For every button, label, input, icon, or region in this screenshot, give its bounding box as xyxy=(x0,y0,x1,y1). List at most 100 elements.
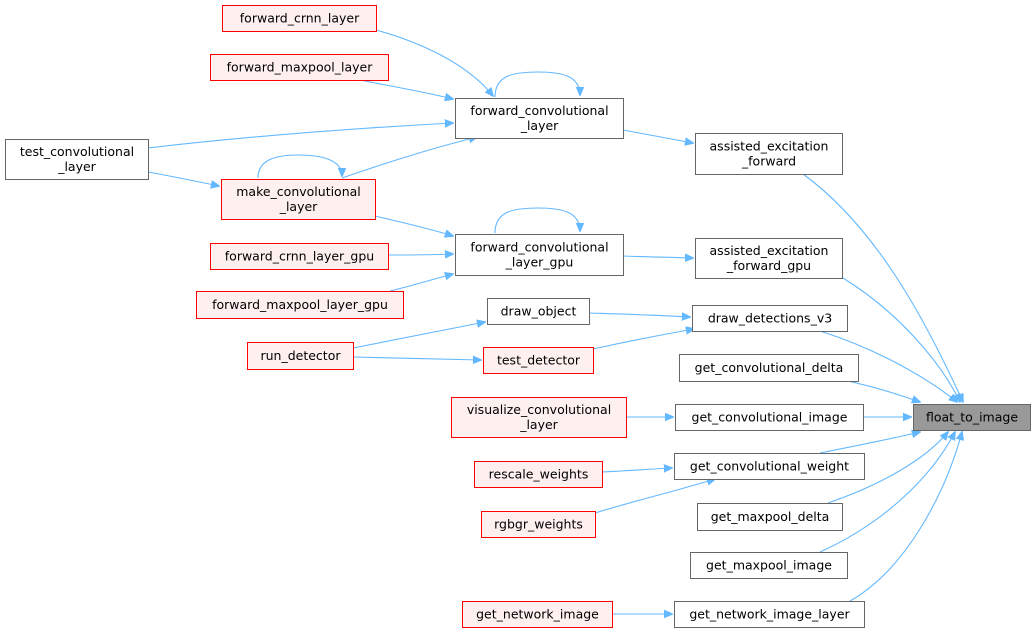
edge-get_convolutional_weight-to-float_to_image xyxy=(819,432,920,454)
node-label: _layer xyxy=(519,417,558,432)
node-box[interactable] xyxy=(210,243,389,270)
node-box[interactable] xyxy=(695,133,843,175)
node-label: float_to_image xyxy=(926,410,1018,425)
node-forward-maxpool-layer-gpu[interactable]: forward_maxpool_layer_gpu xyxy=(196,291,404,319)
node-get-maxpool-delta[interactable]: get_maxpool_delta xyxy=(697,503,843,531)
node-box[interactable] xyxy=(674,601,865,628)
edge-assisted_excitation_forward_gpu-to-float_to_image xyxy=(842,277,960,402)
node-box[interactable] xyxy=(697,503,843,531)
node-label: draw_detections_v3 xyxy=(708,311,832,326)
node-box[interactable] xyxy=(222,5,377,32)
node-box[interactable] xyxy=(675,404,864,431)
node-draw-object[interactable]: draw_object xyxy=(487,298,590,325)
node-draw-detections-v3[interactable]: draw_detections_v3 xyxy=(692,305,848,332)
nodes-layer: forward_crnn_layer forward_maxpool_layerf… xyxy=(5,5,1031,628)
edge-rescale_weights-to-get_convolutional_weight xyxy=(601,468,672,472)
node-label: _layer xyxy=(57,159,96,174)
node-box[interactable] xyxy=(679,354,859,382)
edge-forward_crnn_layer_gpu-to-forward_convolutional_layer_gpu xyxy=(387,254,453,255)
node-run-detector[interactable]: run_detector xyxy=(247,342,354,370)
edge-test_detector-to-draw_detections_v3 xyxy=(592,329,694,350)
node-label: forward_maxpool_layer xyxy=(227,60,374,75)
node-label: _layer_gpu xyxy=(505,255,574,270)
edge-rgbgr_weights-to-get_convolutional_weight xyxy=(594,479,715,514)
node-box[interactable] xyxy=(913,404,1031,431)
node-forward-crnn-layer-gpu[interactable]: forward_crnn_layer_gpu xyxy=(210,243,389,270)
node-test-convolutional-layer[interactable]: test_convolutional_layer xyxy=(5,139,149,180)
node-label: rgbgr_weights xyxy=(494,517,583,532)
node-box[interactable] xyxy=(247,342,354,370)
node-rgbgr-weights[interactable]: rgbgr_weights xyxy=(481,511,596,538)
edge-test_convolutional_layer-to-forward_convolutional_layer xyxy=(147,123,453,149)
node-forward-convolutional-layer-gpu[interactable]: forward_convolutional_layer_gpu xyxy=(455,234,624,276)
node-box[interactable] xyxy=(692,305,848,332)
node-visualize-convolutional-layer[interactable]: visualize_convolutional_layer xyxy=(451,397,627,438)
edge-get_network_image_layer-to-float_to_image xyxy=(849,432,962,602)
node-label: forward_crnn_layer xyxy=(240,11,360,26)
node-box[interactable] xyxy=(451,397,627,438)
node-get-convolutional-image[interactable]: get_convolutional_image xyxy=(675,404,864,431)
edge-get_maxpool_delta-to-float_to_image xyxy=(827,432,948,504)
node-box[interactable] xyxy=(462,601,613,628)
node-rescale-weights[interactable]: rescale_weights xyxy=(474,461,603,488)
edge-test_convolutional_layer-to-make_convolutional_layer xyxy=(147,171,219,186)
node-label: get_convolutional_image xyxy=(692,410,848,425)
node-forward-maxpool-layer[interactable]: forward_maxpool_layer xyxy=(210,54,389,81)
node-assisted-excitation-forward[interactable]: assisted_excitation_forward xyxy=(695,133,843,175)
node-label: assisted_excitation xyxy=(710,243,829,258)
node-box[interactable] xyxy=(690,552,848,579)
edge-get_maxpool_image-to-float_to_image xyxy=(819,432,955,553)
node-forward-crnn-layer[interactable]: forward_crnn_layer xyxy=(222,5,377,32)
edge-make_convolutional_layer-to-forward_convolutional_layer xyxy=(341,137,477,179)
node-get-network-image[interactable]: get_network_image xyxy=(462,601,613,628)
edge-run_detector-to-test_detector xyxy=(352,357,481,360)
node-get-convolutional-weight[interactable]: get_convolutional_weight xyxy=(674,453,865,480)
edge-forward_convolutional_layer-to-forward_convolutional_layer xyxy=(494,71,580,98)
node-test-detector[interactable]: test_detector xyxy=(483,347,594,374)
node-box[interactable] xyxy=(483,347,594,374)
node-box[interactable] xyxy=(5,139,149,180)
node-label: visualize_convolutional xyxy=(467,402,611,417)
node-get-network-image-layer[interactable]: get_network_image_layer xyxy=(674,601,865,628)
node-label: get_maxpool_delta xyxy=(711,509,830,524)
node-label: run_detector xyxy=(260,348,341,363)
node-box[interactable] xyxy=(481,511,596,538)
node-box[interactable] xyxy=(221,179,376,220)
node-make-convolutional-layer[interactable]: make_convolutional_layer xyxy=(221,179,376,220)
edges-layer xyxy=(147,29,963,614)
edge-draw_detections_v3-to-float_to_image xyxy=(819,330,957,402)
edge-make_convolutional_layer-to-make_convolutional_layer xyxy=(257,154,342,179)
node-label: get_network_image_layer xyxy=(689,607,850,622)
node-assisted-excitation-forward-gpu[interactable]: assisted_excitation_forward_gpu xyxy=(695,238,843,279)
node-box[interactable] xyxy=(455,98,624,139)
node-box[interactable] xyxy=(674,453,865,480)
edge-forward_convolutional_layer_gpu-to-forward_convolutional_layer_gpu xyxy=(494,207,580,234)
node-label: forward_convolutional xyxy=(470,240,608,255)
node-box[interactable] xyxy=(474,461,603,488)
node-box[interactable] xyxy=(455,234,624,276)
node-box[interactable] xyxy=(196,291,404,319)
node-label: forward_convolutional xyxy=(470,103,608,118)
edge-forward_convolutional_layer_gpu-to-assisted_excitation_forward_gpu xyxy=(622,256,693,258)
node-label: rescale_weights xyxy=(489,467,589,482)
node-float-to-image[interactable]: float_to_image xyxy=(913,404,1031,431)
node-box[interactable] xyxy=(487,298,590,325)
node-label: test_detector xyxy=(497,353,581,368)
node-box[interactable] xyxy=(695,238,843,279)
edge-assisted_excitation_forward-to-float_to_image xyxy=(802,173,963,402)
edge-forward_convolutional_layer-to-assisted_excitation_forward xyxy=(622,129,693,143)
edge-run_detector-to-draw_object xyxy=(352,322,485,349)
node-label: get_network_image xyxy=(476,607,599,622)
edge-forward_maxpool_layer-to-forward_convolutional_layer xyxy=(359,79,453,99)
node-label: get_convolutional_delta xyxy=(695,360,844,375)
node-forward-convolutional-layer[interactable]: forward_convolutional_layer xyxy=(455,98,624,139)
node-box[interactable] xyxy=(210,54,389,81)
node-get-maxpool-image[interactable]: get_maxpool_image xyxy=(690,552,848,579)
edge-forward_maxpool_layer_gpu-to-forward_convolutional_layer_gpu xyxy=(389,274,453,292)
node-label: _forward xyxy=(741,154,796,169)
node-get-convolutional-delta[interactable]: get_convolutional_delta xyxy=(679,354,859,382)
node-label: _layer xyxy=(279,199,318,214)
node-label: get_convolutional_weight xyxy=(690,459,849,474)
node-label: test_convolutional xyxy=(20,144,134,159)
node-label: assisted_excitation xyxy=(710,139,829,154)
